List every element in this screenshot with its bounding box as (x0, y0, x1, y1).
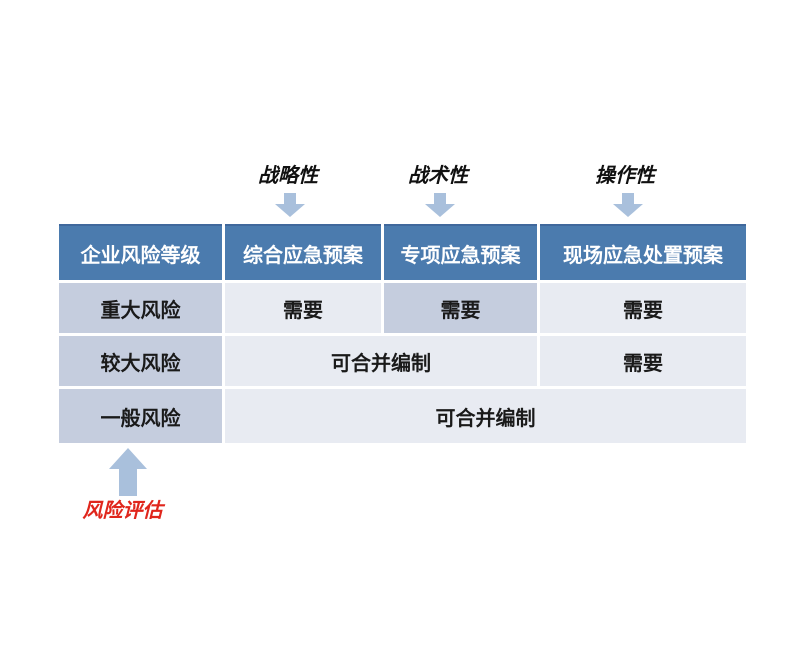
cell-general-merged: 可合并编制 (225, 389, 746, 443)
row-general-risk-level: 一般风险 (59, 389, 222, 443)
down-arrow-icon (425, 193, 455, 217)
label-strategic: 战略性 (258, 163, 318, 187)
label-operational: 操作性 (595, 163, 655, 187)
row-major-risk-level: 重大风险 (59, 283, 222, 333)
cell-major-special: 需要 (384, 283, 537, 333)
risk-table: 企业风险等级 综合应急预案 专项应急预案 现场应急处置预案 重大风险 需要 需要… (59, 224, 746, 443)
down-arrow-icon (275, 193, 305, 217)
header-cell-onsite-plan: 现场应急处置预案 (540, 224, 746, 280)
risk-assessment-label: 风险评估 (82, 498, 163, 522)
cell-major-comprehensive: 需要 (225, 283, 381, 333)
down-arrow-icon (613, 193, 643, 217)
cell-major-onsite: 需要 (540, 283, 746, 333)
cell-relatively-major-onsite: 需要 (540, 336, 746, 386)
up-arrow-icon (109, 448, 147, 496)
row-relatively-major-risk-level: 较大风险 (59, 336, 222, 386)
header-cell-risk-level: 企业风险等级 (59, 224, 222, 280)
header-cell-special-plan: 专项应急预案 (384, 224, 537, 280)
header-cell-comprehensive-plan: 综合应急预案 (225, 224, 381, 280)
label-tactical: 战术性 (408, 163, 468, 187)
cell-relatively-major-merged: 可合并编制 (225, 336, 537, 386)
